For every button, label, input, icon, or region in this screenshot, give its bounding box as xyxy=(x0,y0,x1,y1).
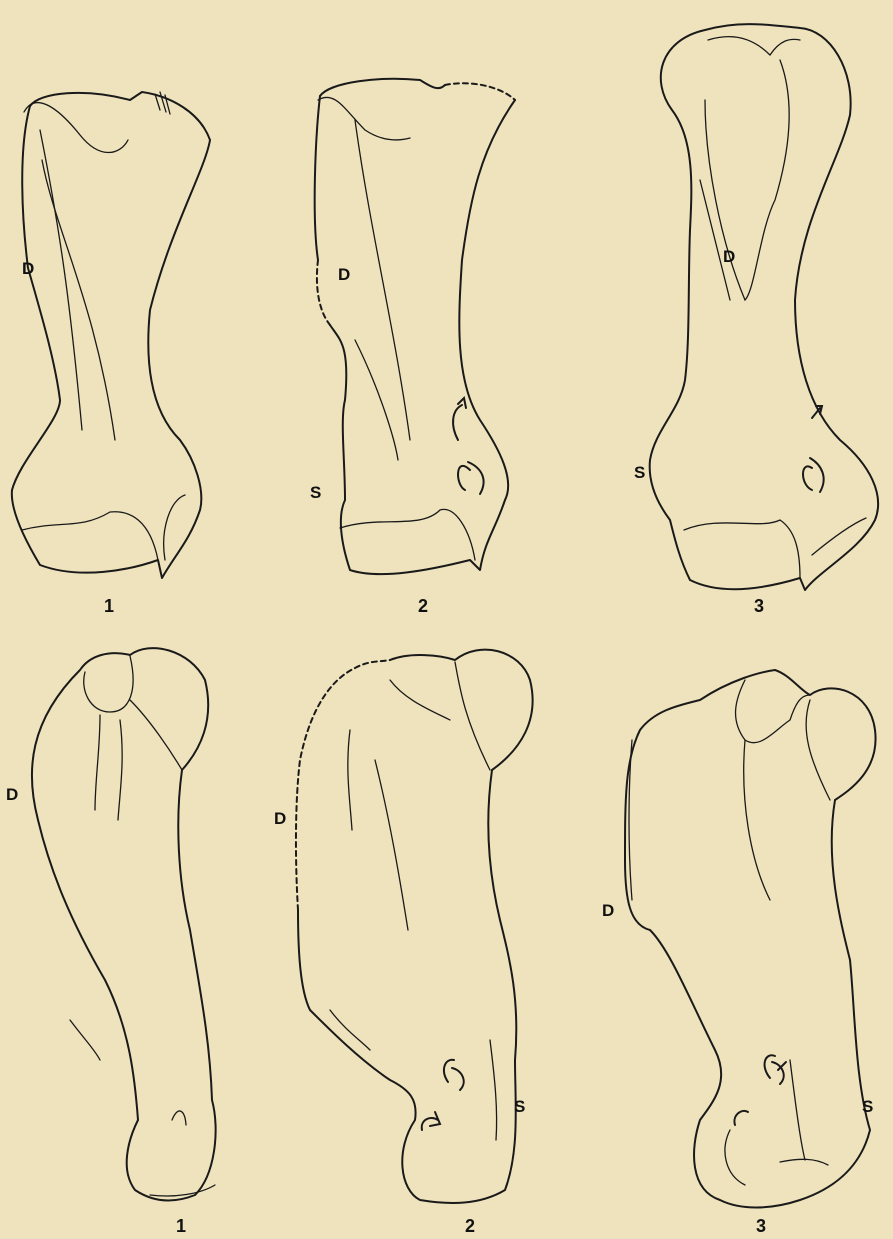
figure-number: 1 xyxy=(176,1216,186,1236)
tuberosity-line xyxy=(390,680,450,720)
condyle-line xyxy=(340,509,475,560)
label-s: S xyxy=(514,1097,525,1116)
label-d: D xyxy=(274,809,286,828)
figure-number: 1 xyxy=(104,596,114,616)
shaft-ridge xyxy=(40,130,82,430)
figure-number: 3 xyxy=(756,1216,766,1236)
bottom-humerus-2: D S 2 xyxy=(274,650,533,1236)
head-outline xyxy=(84,656,133,712)
top-humerus-3: D S 3 xyxy=(634,24,878,616)
label-d: D xyxy=(22,259,34,278)
bone-outline xyxy=(298,650,533,1203)
bottom-humerus-1: D 1 xyxy=(6,648,216,1236)
bone-outline xyxy=(320,79,515,574)
restored-outline xyxy=(296,660,390,910)
bone-outline-left xyxy=(315,96,347,400)
label-s: S xyxy=(862,1097,873,1116)
muscle-scar-arrow-icon xyxy=(734,1111,748,1125)
head-outline xyxy=(318,97,410,140)
muscle-scar-arrow-icon xyxy=(444,1060,464,1090)
condyle-line-2 xyxy=(150,1185,215,1196)
shaft-ridge xyxy=(744,740,770,900)
head-outline xyxy=(455,662,490,770)
label-s: S xyxy=(310,483,321,502)
bone-outline xyxy=(12,92,210,578)
label-d: D xyxy=(602,901,614,920)
head-outline xyxy=(708,37,800,55)
bottom-humerus-3: D S 3 xyxy=(602,670,876,1236)
shaft-ridge-2 xyxy=(790,1060,805,1160)
figure-number: 2 xyxy=(465,1216,475,1236)
top-humerus-1: D 1 xyxy=(12,92,210,616)
muscle-scar-arrow-icon xyxy=(803,458,824,492)
condyle-line xyxy=(780,1159,828,1165)
muscle-scar-arrow-icon xyxy=(458,462,484,494)
deltoid-crest xyxy=(705,60,789,300)
restored-top xyxy=(445,83,515,100)
label-d: D xyxy=(6,785,18,804)
shaft-ridge-3 xyxy=(70,1020,100,1060)
bone-outline xyxy=(32,648,216,1200)
shaft-ridge xyxy=(355,120,410,440)
label-d: D xyxy=(723,247,735,266)
figure-number: 3 xyxy=(754,596,764,616)
head-outline-2 xyxy=(806,700,830,800)
head-outline xyxy=(736,680,810,743)
condyle-line xyxy=(22,512,158,560)
label-s: S xyxy=(634,463,645,482)
condyle-dash xyxy=(725,1130,745,1185)
label-d: D xyxy=(338,265,350,284)
head-outline xyxy=(24,103,128,153)
bone-outline xyxy=(625,670,876,1208)
shaft-ridge-2 xyxy=(118,720,122,820)
condyle-line xyxy=(172,1111,186,1125)
condyle-line xyxy=(684,520,800,578)
bone-outline xyxy=(650,24,878,590)
restored-side xyxy=(317,260,330,325)
shaft-ridge-2 xyxy=(375,760,408,930)
condyle-hatch xyxy=(812,518,866,555)
muscle-scar-arrow-icon xyxy=(453,398,466,440)
shaft-ridge-3 xyxy=(330,1010,370,1050)
tuberosity-line xyxy=(130,700,182,770)
shaft-ridge xyxy=(95,715,100,810)
muscle-scar-arrow-icon xyxy=(765,1055,786,1084)
condyle-line-2 xyxy=(164,495,185,560)
condyle-ridge xyxy=(490,1040,497,1140)
shaft-ridge-2 xyxy=(355,340,398,460)
muscle-scar-arrow-icon xyxy=(422,1112,440,1130)
shaft-ridge xyxy=(348,730,352,830)
top-humerus-2: D S 2 xyxy=(310,79,515,616)
figure-number: 2 xyxy=(418,596,428,616)
